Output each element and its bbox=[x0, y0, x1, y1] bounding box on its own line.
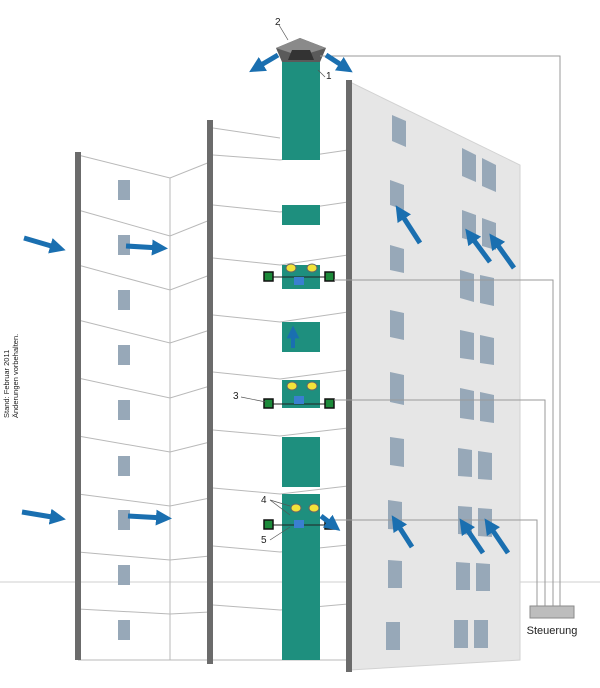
facade-edge-post bbox=[346, 80, 352, 672]
callouts bbox=[240, 24, 326, 541]
arrow-diagonal-icon bbox=[489, 233, 517, 270]
damper-icon bbox=[324, 271, 335, 282]
exhaust-arrows bbox=[249, 52, 517, 555]
arrow-right-icon bbox=[127, 509, 172, 526]
ventilation-shaft bbox=[282, 62, 320, 660]
arrow-diagonal-icon bbox=[459, 518, 486, 555]
damper-icon bbox=[324, 398, 335, 409]
arrow-diagonal-icon bbox=[319, 514, 341, 531]
fan-icon bbox=[290, 503, 302, 513]
facade-windows bbox=[386, 115, 496, 650]
middle-wall-post bbox=[207, 120, 213, 664]
arrow-diagonal-icon bbox=[249, 52, 280, 73]
control-box-label: Steuerung bbox=[527, 625, 578, 637]
side-note: Stand: Februar 2011 Änderungen vorbehalt… bbox=[2, 334, 20, 418]
left-wing-floors bbox=[77, 130, 211, 661]
fan-icon bbox=[285, 263, 297, 273]
side-note-line2: Änderungen vorbehalten. bbox=[11, 334, 20, 418]
actuator-icon bbox=[294, 520, 304, 528]
roof-fan-icon bbox=[276, 38, 326, 62]
damper-unit-upper bbox=[263, 263, 335, 285]
callout-3: 3 bbox=[233, 391, 239, 402]
actuator-icon bbox=[294, 277, 304, 285]
control-box bbox=[529, 605, 575, 619]
arrow-right-icon bbox=[23, 235, 66, 254]
fan-icon bbox=[306, 381, 318, 391]
callout-5: 5 bbox=[261, 535, 267, 546]
left-wall-post bbox=[75, 152, 81, 660]
left-wing-windows bbox=[118, 180, 130, 640]
callout-4: 4 bbox=[261, 495, 267, 506]
arrow-diagonal-icon bbox=[484, 518, 511, 555]
damper-icon bbox=[263, 519, 274, 530]
arrow-right-icon bbox=[125, 239, 168, 256]
damper-unit-middle bbox=[263, 381, 335, 409]
fresh-air-arrows bbox=[21, 235, 341, 531]
damper-icon bbox=[263, 398, 274, 409]
callout-2: 2 bbox=[275, 17, 281, 28]
fan-icon bbox=[308, 503, 320, 513]
fan-icon bbox=[306, 263, 318, 273]
fan-icon bbox=[286, 381, 298, 391]
arrow-diagonal-icon bbox=[391, 515, 415, 549]
side-note-line1: Stand: Februar 2011 bbox=[2, 350, 11, 418]
arrow-diagonal-icon bbox=[324, 52, 353, 73]
actuator-icon bbox=[294, 396, 304, 404]
arrow-diagonal-icon bbox=[395, 205, 423, 245]
arrow-diagonal-icon bbox=[465, 228, 493, 264]
middle-wing-floors bbox=[212, 127, 349, 661]
damper-icon bbox=[263, 271, 274, 282]
arrow-right-icon bbox=[21, 508, 66, 525]
callout-1: 1 bbox=[326, 71, 332, 82]
